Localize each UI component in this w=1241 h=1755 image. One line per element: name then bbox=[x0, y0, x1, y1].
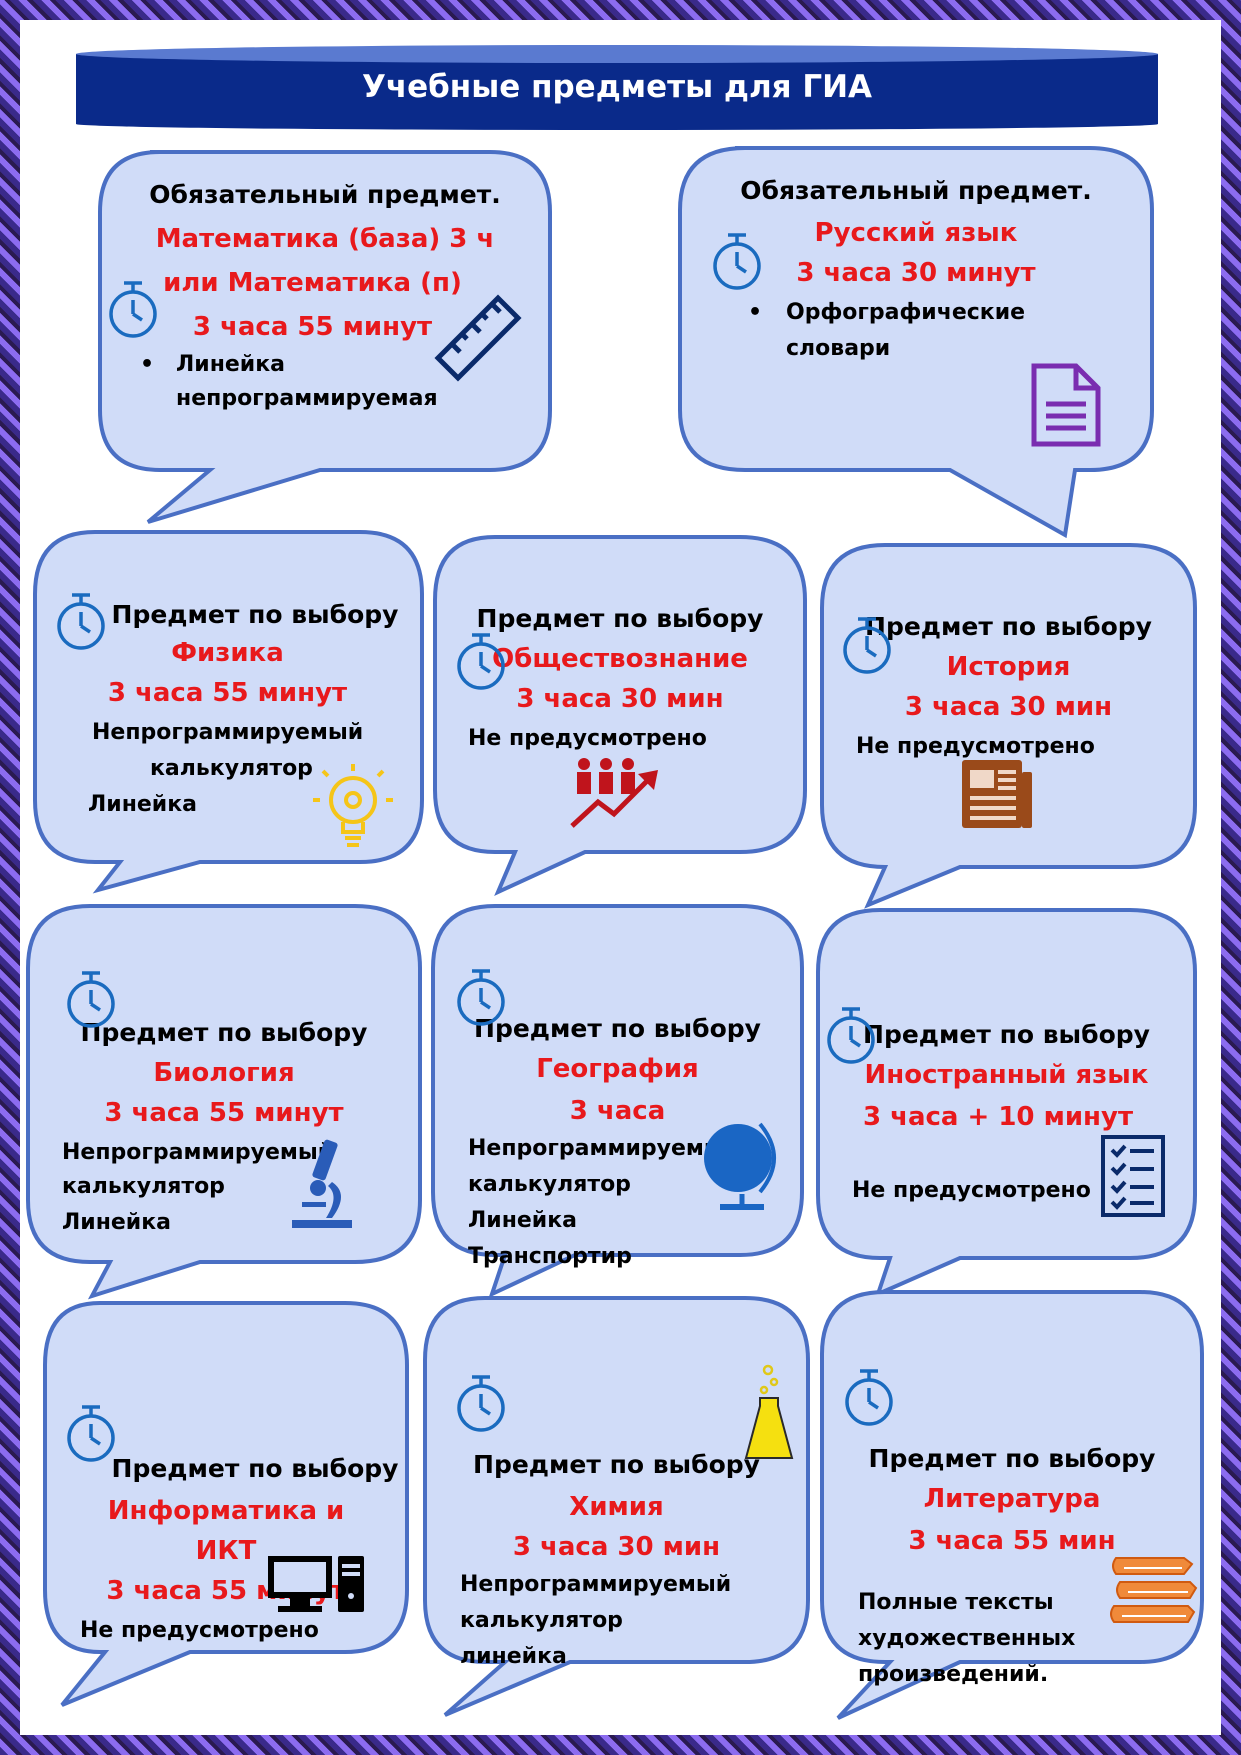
card-biology-note-1: Непрограммируемый bbox=[62, 1140, 334, 1165]
bubble-informatics bbox=[43, 1301, 409, 1707]
card-informatics-subject: Информатика и bbox=[107, 1496, 345, 1526]
card-history-subject: История bbox=[946, 652, 1071, 682]
card-foreign-time: 3 часа + 10 минут bbox=[862, 1102, 1134, 1132]
stopwatch-icon bbox=[457, 633, 505, 690]
stopwatch-icon bbox=[713, 233, 761, 290]
bubble-literature bbox=[820, 1290, 1204, 1720]
card-history-note-1: Не предусмотрено bbox=[856, 734, 1095, 759]
bubble-foreign bbox=[816, 908, 1197, 1298]
books-icon bbox=[1110, 1557, 1198, 1623]
card-history-header: Предмет по выбору bbox=[865, 612, 1152, 641]
bubble-russian bbox=[678, 146, 1154, 539]
document-icon bbox=[1031, 363, 1101, 447]
card-chemistry-time: 3 часа 30 мин bbox=[512, 1532, 721, 1562]
card-foreign-subject: Иностранный язык bbox=[864, 1060, 1149, 1090]
bubble-chemistry bbox=[423, 1296, 810, 1717]
card-physics-note-3: Линейка bbox=[88, 792, 198, 817]
card-biology-note-2: калькулятор bbox=[62, 1174, 225, 1199]
card-chemistry-note-3: линейка bbox=[460, 1644, 567, 1669]
card-chemistry-subject: Химия bbox=[569, 1492, 664, 1522]
bubble-geography bbox=[431, 904, 804, 1298]
card-literature-note-1: Полные тексты bbox=[858, 1590, 1054, 1615]
stopwatch-icon bbox=[109, 281, 157, 338]
card-literature-note-2: художественных bbox=[858, 1626, 1076, 1651]
card-math-note-1: Линейка bbox=[176, 352, 286, 377]
card-physics-note-1: Непрограммируемый bbox=[92, 720, 364, 745]
card-chemistry-header: Предмет по выбору bbox=[473, 1450, 760, 1479]
flask-icon bbox=[744, 1364, 794, 1459]
stopwatch-icon bbox=[457, 969, 505, 1026]
card-social-subject: Обществознание bbox=[492, 644, 748, 674]
card-math-note-2: непрограммируемая bbox=[176, 386, 438, 411]
card-literature-note-3: произведений. bbox=[858, 1662, 1049, 1687]
bubble-history bbox=[820, 543, 1197, 909]
banner-shape bbox=[76, 45, 1158, 130]
card-biology-time: 3 часа 55 минут bbox=[104, 1098, 344, 1128]
stopwatch-icon bbox=[57, 593, 105, 650]
checklist-icon bbox=[1101, 1135, 1165, 1217]
card-geography-note-4: Транспортир bbox=[468, 1244, 632, 1269]
card-geography-note-2: калькулятор bbox=[468, 1172, 631, 1197]
lightbulb-icon bbox=[313, 764, 393, 847]
card-biology-header: Предмет по выбору bbox=[80, 1018, 368, 1047]
globe-icon bbox=[704, 1122, 776, 1210]
card-foreign-header: Предмет по выбору bbox=[863, 1020, 1150, 1049]
card-russian-time: 3 часа 30 минут bbox=[796, 258, 1036, 288]
bubble-social bbox=[433, 535, 807, 896]
card-geography-time: 3 часа bbox=[569, 1096, 666, 1126]
page-title: Учебные предметы для ГИА bbox=[361, 69, 873, 105]
card-foreign-note-1: Не предусмотрено bbox=[852, 1178, 1091, 1203]
card-physics-time: 3 часа 55 минут bbox=[107, 678, 348, 708]
stopwatch-icon bbox=[67, 971, 115, 1028]
computer-icon bbox=[268, 1556, 364, 1612]
card-math-subject: Математика (база) 3 ч bbox=[155, 224, 495, 254]
stopwatch-icon bbox=[457, 1375, 505, 1432]
card-geography-note-3: Линейка bbox=[468, 1208, 578, 1233]
card-geography-note-1: Непрограммируемый bbox=[468, 1136, 740, 1161]
card-russian-header: Обязательный предмет. bbox=[740, 176, 1092, 205]
card-russian-note-2: словари bbox=[786, 336, 891, 361]
card-geography-subject: География bbox=[536, 1054, 699, 1084]
card-social-time: 3 часа 30 мин bbox=[516, 684, 724, 714]
card-biology-note-3: Линейка bbox=[62, 1210, 172, 1235]
newspaper-icon bbox=[962, 760, 1032, 828]
card-informatics-header: Предмет по выбору bbox=[111, 1454, 399, 1483]
microscope-icon bbox=[292, 1139, 352, 1228]
card-physics-header: Предмет по выбору bbox=[111, 600, 399, 629]
card-physics-note-2: калькулятор bbox=[150, 756, 313, 781]
stopwatch-icon bbox=[843, 617, 891, 674]
card-literature-header: Предмет по выбору bbox=[868, 1444, 1156, 1473]
card-chemistry-note-2: калькулятор bbox=[460, 1608, 623, 1633]
card-literature-subject: Литература bbox=[923, 1484, 1101, 1514]
stopwatch-icon bbox=[67, 1405, 115, 1462]
card-math-subject2: или Математика (п) bbox=[163, 268, 462, 298]
stopwatch-icon bbox=[845, 1369, 893, 1426]
people-growth-icon bbox=[570, 758, 658, 828]
bullet-dot: • bbox=[140, 352, 155, 377]
card-math-header: Обязательный предмет. bbox=[149, 180, 501, 209]
stopwatch-icon bbox=[827, 1007, 875, 1064]
card-social-note-1: Не предусмотрено bbox=[468, 726, 707, 751]
card-chemistry-note-1: Непрограммируемый bbox=[460, 1572, 732, 1597]
card-social-header: Предмет по выбору bbox=[476, 604, 764, 633]
bubble-math bbox=[98, 150, 552, 524]
bullet-dot: • bbox=[748, 300, 763, 325]
bubble-biology bbox=[26, 904, 422, 1300]
ruler-icon bbox=[434, 294, 522, 382]
card-math-time: 3 часа 55 минут bbox=[192, 312, 433, 342]
card-geography-header: Предмет по выбору bbox=[474, 1014, 761, 1043]
card-russian-subject: Русский язык bbox=[814, 218, 1018, 248]
card-informatics-subject2: ИКТ bbox=[195, 1536, 257, 1566]
card-history-time: 3 часа 30 мин bbox=[904, 692, 1113, 722]
bubble-physics bbox=[33, 530, 424, 894]
card-biology-subject: Биология bbox=[153, 1058, 295, 1088]
card-russian-note-1: Орфографические bbox=[786, 300, 1026, 325]
card-literature-time: 3 часа 55 мин bbox=[908, 1526, 1116, 1556]
title-banner: Учебные предметы для ГИА bbox=[76, 44, 1158, 130]
card-informatics-note-1: Не предусмотрено bbox=[80, 1618, 319, 1643]
card-physics-subject: Физика bbox=[171, 638, 284, 668]
